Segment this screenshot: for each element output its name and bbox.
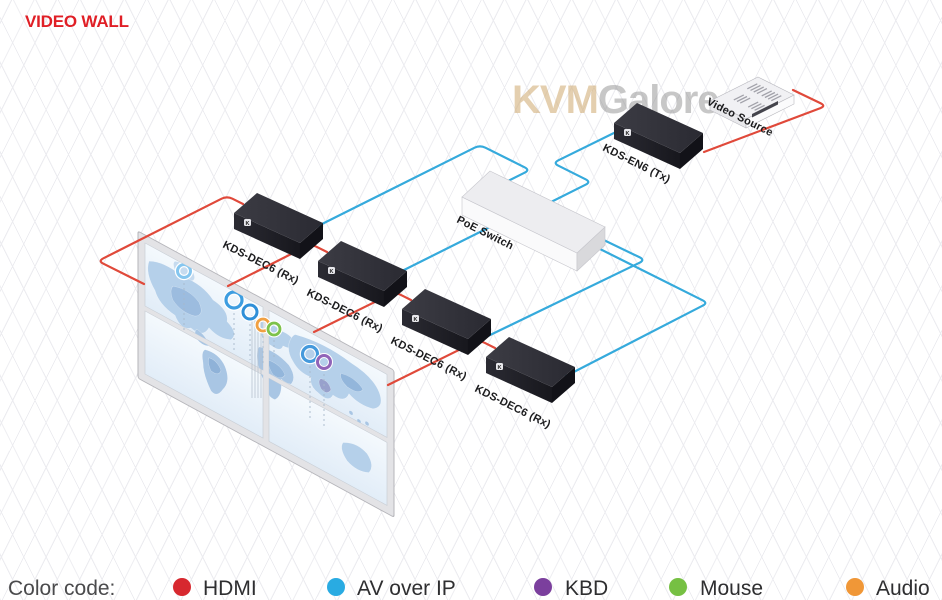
cable-hdmi-rx1-wall <box>99 196 245 286</box>
kramer-logo <box>624 129 631 136</box>
legend-label-hdmi: HDMI <box>203 577 257 600</box>
svg-text:K: K <box>246 221 250 227</box>
legend-dot-audio <box>846 578 864 596</box>
receiver-2: K <box>318 241 407 307</box>
marker-ring <box>300 344 320 364</box>
legend-title: Color code: <box>8 577 115 600</box>
disc-slot <box>752 101 778 118</box>
wall-screen <box>268 377 388 506</box>
video-wall <box>137 231 395 517</box>
receiver-4: K <box>486 337 575 403</box>
svg-text:K: K <box>498 365 502 371</box>
legend-dot-av-over-ip <box>327 578 345 596</box>
legend-label-av-over-ip: AV over IP <box>357 577 456 600</box>
marker-ring <box>316 354 332 370</box>
legend-dot-mouse <box>669 578 687 596</box>
av-over-ip-cables <box>308 128 707 378</box>
color-code-legend: Color code: HDMI AV over IP KBD Mouse Au… <box>8 577 930 600</box>
marker-ring <box>224 290 244 310</box>
svg-text:K: K <box>330 269 334 275</box>
marker-ring <box>266 321 282 337</box>
legend-dot-hdmi <box>173 578 191 596</box>
video-source <box>709 76 795 129</box>
watermark-kvm: KVM <box>512 78 598 122</box>
cable-ip-rx2-switch <box>390 220 502 278</box>
kramer-logo <box>328 267 335 274</box>
page-title: VIDEO WALL <box>25 12 129 31</box>
cable-ip-rx3-switch <box>484 200 644 339</box>
legend-label-mouse: Mouse <box>700 577 763 600</box>
cable-hdmi-source-encoder <box>702 88 825 154</box>
cable-ip-encoder-switch <box>547 128 622 205</box>
legend-label-audio: Audio <box>876 577 930 600</box>
svg-text:K: K <box>414 317 418 323</box>
legend-label-kbd: KBD <box>565 577 608 600</box>
cable-ip-rx1-switch <box>308 145 529 232</box>
marker-ring <box>176 263 192 279</box>
kramer-logo <box>496 363 503 370</box>
vent-grilles <box>733 83 782 111</box>
marker-ring <box>241 303 259 321</box>
cable-ip-rx4-switch <box>556 226 707 378</box>
kramer-logo <box>244 219 251 226</box>
receiver-3: K <box>402 289 491 355</box>
receiver-1: K <box>234 193 323 259</box>
watermark: KVMGalore <box>512 78 719 122</box>
map-markers <box>174 261 333 428</box>
poe-switch <box>461 170 606 272</box>
kramer-logo <box>412 315 419 322</box>
legend-dot-kbd <box>534 578 552 596</box>
svg-text:K: K <box>626 131 630 137</box>
encoder: K <box>614 103 703 169</box>
wall-screen <box>144 310 264 439</box>
